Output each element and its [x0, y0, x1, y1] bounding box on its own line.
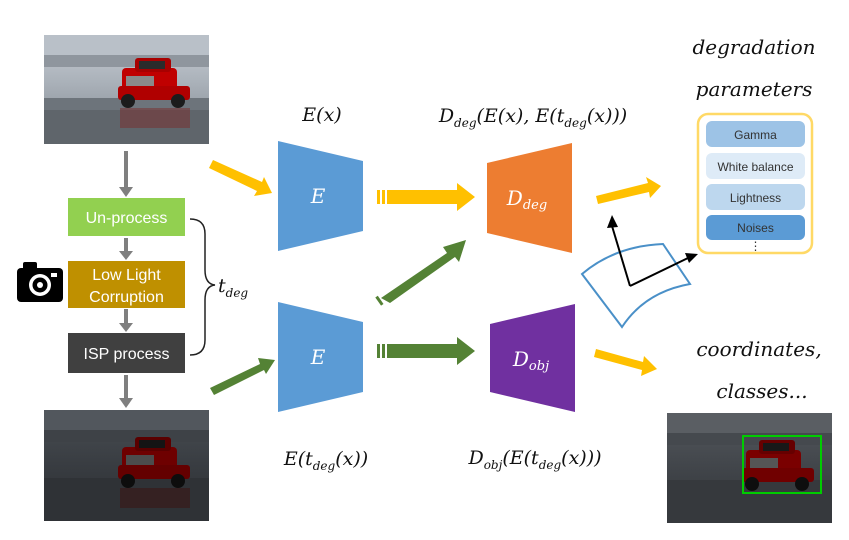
decoder-deg-label: Ddeg: [506, 186, 547, 213]
coords-title-line1: coordinates,: [696, 337, 821, 361]
coords-title-line2: classes...: [716, 379, 807, 403]
params-title-line2: parameters: [696, 77, 813, 101]
result-image: [667, 413, 832, 523]
param-noises: [706, 215, 805, 240]
encoder-bottom: [278, 302, 363, 412]
param-lightness: [706, 184, 805, 210]
lowlight-label-line2: Corruption: [89, 289, 164, 306]
lowlight-box: [68, 261, 185, 308]
decoder-deg-expression: Ddeg(E(x), E(tdeg(x))): [438, 105, 627, 130]
feature-space-icon: [580, 215, 698, 329]
tdeg-brace: [189, 218, 216, 356]
isp-label: ISP process: [84, 346, 170, 363]
isp-box: [68, 333, 185, 373]
tdeg-label: tdeg: [218, 275, 248, 300]
encoder-top-expression: E(x): [301, 104, 341, 126]
param-noises-label: Noises: [737, 221, 774, 235]
param-lightness-label: Lightness: [730, 191, 781, 205]
encoder-top-label: E: [310, 184, 326, 208]
decoder-obj-label: Dobj: [512, 347, 549, 374]
params-title-line1: degradation: [692, 35, 815, 59]
detection-bbox: [742, 435, 822, 494]
param-more-ellipsis: ⋮: [750, 239, 762, 253]
lowlight-label-line1: Low Light: [92, 267, 161, 284]
camera-icon: [17, 262, 63, 302]
yellow-arrows: [209, 160, 661, 376]
decoder-deg: [487, 143, 572, 253]
param-gamma-label: Gamma: [734, 128, 777, 142]
decoder-obj-expression: Dobj(E(tdeg(x))): [467, 447, 601, 472]
encoder-top: [278, 141, 363, 251]
encoder-bottom-label: E: [310, 345, 326, 369]
param-white-balance: [706, 153, 805, 179]
decoder-obj: [490, 304, 575, 412]
encoder-bottom-expression: E(tdeg(x)): [283, 448, 368, 473]
green-arrows: [210, 240, 475, 395]
pipeline-arrows: [119, 151, 133, 408]
param-white-balance-label: White balance: [717, 160, 793, 174]
unprocess-box: [68, 198, 185, 236]
input-image-top: [44, 35, 209, 144]
unprocess-label: Un-process: [86, 210, 168, 227]
param-gamma: [706, 121, 805, 147]
input-image-bottom: [44, 410, 209, 521]
